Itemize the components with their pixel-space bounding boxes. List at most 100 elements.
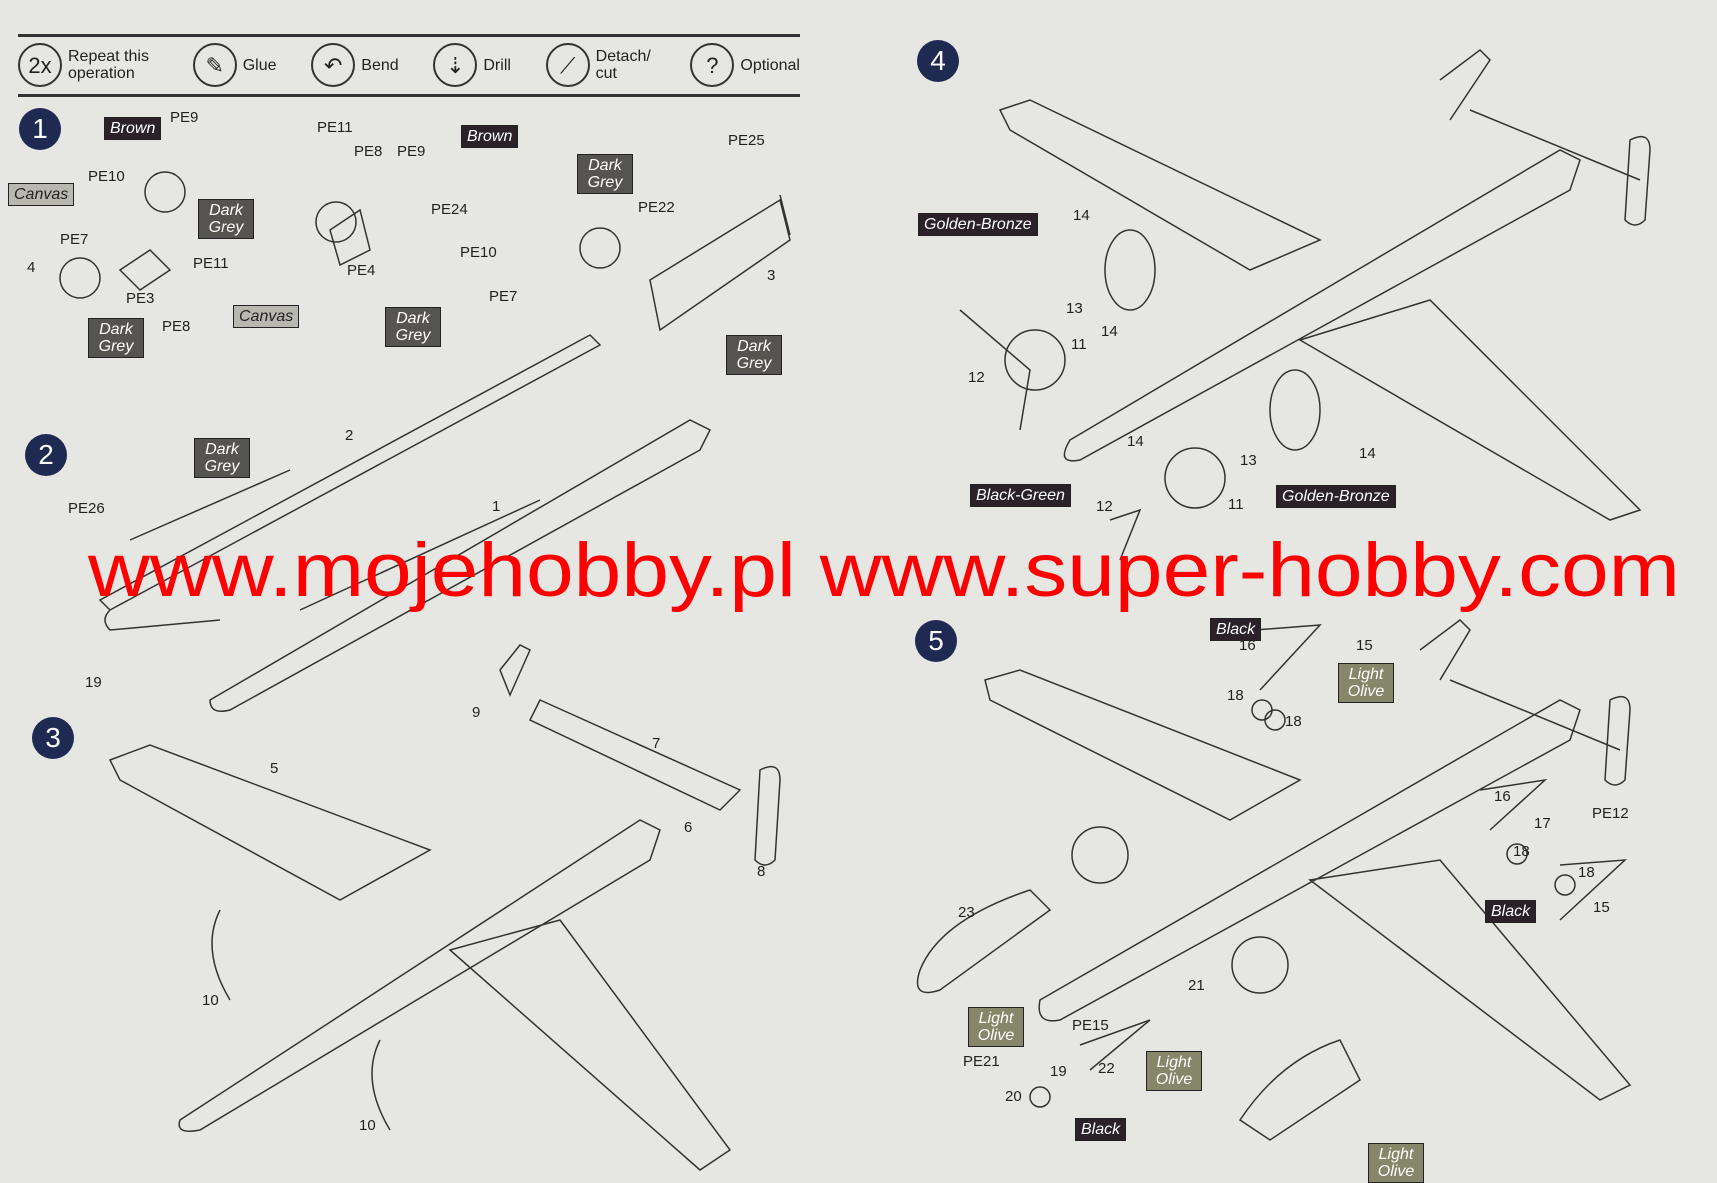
- part-label: 3: [767, 267, 776, 284]
- step3-airframe: [108, 644, 781, 1171]
- optional-icon: ?: [690, 43, 735, 87]
- part-label: 13: [1240, 452, 1257, 469]
- part-label: PE21: [963, 1053, 1000, 1070]
- part-label: 14: [1073, 207, 1090, 224]
- part-label: 18: [1513, 843, 1530, 860]
- legend-label: Repeat this operation: [68, 48, 149, 82]
- part-label: PE9: [397, 143, 426, 160]
- watermark-text: www.mojehobby.pl www.super-hobby.com: [87, 528, 1680, 613]
- part-label: PE7: [60, 231, 89, 248]
- legend-optional: ? Optional: [690, 43, 800, 87]
- part-label: 13: [1066, 300, 1083, 317]
- part-label: PE3: [126, 290, 155, 307]
- color-callout-dark-grey: Dark Grey: [88, 318, 144, 358]
- part-label: PE26: [68, 500, 105, 517]
- legend-label: Bend: [361, 56, 399, 74]
- part-label: 14: [1101, 323, 1118, 340]
- color-callout-golden-bronze: Golden-Bronze: [1276, 485, 1396, 508]
- part-label: 4: [27, 259, 36, 276]
- part-label: 12: [968, 369, 985, 386]
- part-label: 23: [958, 904, 975, 921]
- part-label: 14: [1359, 445, 1376, 462]
- color-callout-black-green: Black-Green: [970, 484, 1071, 507]
- part-label: 18: [1578, 864, 1595, 881]
- legend-label: Detach/ cut: [595, 48, 651, 82]
- part-label: 21: [1188, 977, 1205, 994]
- color-callout-light-olive: Light Olive: [1368, 1143, 1424, 1183]
- part-label: 22: [1098, 1060, 1115, 1077]
- part-label: PE7: [489, 288, 518, 305]
- part-label: 15: [1593, 899, 1610, 916]
- part-label: 12: [1096, 498, 1113, 515]
- part-label: 10: [202, 992, 219, 1009]
- legend-bottom-rule: [18, 94, 800, 97]
- part-label: PE15: [1072, 1017, 1109, 1034]
- part-label: PE10: [88, 168, 125, 185]
- step5-airframe: [916, 619, 1632, 1141]
- color-callout-light-olive: Light Olive: [1146, 1051, 1202, 1091]
- color-callout-dark-grey: Dark Grey: [194, 438, 250, 478]
- color-callout-dark-grey: Dark Grey: [726, 335, 782, 375]
- color-callout-canvas: Canvas: [8, 183, 75, 206]
- legend-label: Optional: [740, 56, 800, 74]
- part-label: 17: [1534, 815, 1551, 832]
- part-label: 15: [1356, 637, 1373, 654]
- color-callout-black: Black: [1075, 1118, 1127, 1141]
- part-label: 6: [684, 819, 693, 836]
- part-label: PE11: [193, 255, 229, 272]
- color-callout-light-olive: Light Olive: [1338, 663, 1394, 703]
- step-3-badge: 3: [32, 717, 74, 759]
- part-label: PE10: [460, 244, 497, 261]
- part-label: 10: [359, 1117, 376, 1134]
- part-label: PE8: [162, 318, 191, 335]
- part-label: 1: [492, 498, 501, 515]
- part-label: 16: [1494, 788, 1511, 805]
- part-label: 8: [757, 863, 766, 880]
- color-callout-black: Black: [1210, 618, 1262, 641]
- part-label: 19: [1050, 1063, 1067, 1080]
- step2-fuselage: [98, 334, 712, 712]
- step-2-badge: 2: [25, 434, 67, 476]
- part-label: 2: [345, 427, 354, 444]
- part-label: PE12: [1592, 805, 1629, 822]
- legend-drill: ⇣Drill: [433, 43, 511, 87]
- part-label: 7: [652, 735, 661, 752]
- part-label: PE25: [728, 132, 765, 149]
- legend-bend: ↶ Bend: [311, 43, 399, 87]
- color-callout-dark-grey: Dark Grey: [385, 307, 441, 347]
- part-label: PE4: [347, 262, 376, 279]
- bend-icon: ↶: [311, 43, 356, 87]
- part-label: PE9: [170, 109, 199, 126]
- step-5-badge: 5: [915, 620, 957, 662]
- color-callout-dark-grey: Dark Grey: [198, 199, 254, 239]
- part-label: 14: [1127, 433, 1144, 450]
- color-callout-canvas: Canvas: [233, 305, 300, 328]
- legend-label: Glue: [242, 56, 277, 74]
- part-label: PE22: [638, 199, 675, 216]
- part-label: 11: [1071, 336, 1087, 353]
- glue-icon: ✎: [192, 43, 237, 87]
- step1-cockpit-parts: [59, 171, 791, 332]
- part-label: 20: [1005, 1088, 1022, 1105]
- part-label: 18: [1285, 713, 1302, 730]
- part-label: 18: [1227, 687, 1244, 704]
- part-label: 19: [85, 674, 102, 691]
- step-4-badge: 4: [917, 40, 959, 82]
- legend-detach: ⟋Detach/ cut: [545, 43, 656, 87]
- step-1-badge: 1: [19, 108, 61, 150]
- part-label: PE11: [317, 119, 353, 136]
- color-callout-brown: Brown: [104, 117, 162, 140]
- part-label: PE8: [354, 143, 383, 160]
- part-label: 9: [472, 704, 481, 721]
- part-label: PE24: [431, 201, 468, 218]
- part-label: 11: [1228, 496, 1244, 513]
- step4-airframe: [959, 49, 1651, 561]
- color-callout-light-olive: Light Olive: [968, 1007, 1024, 1047]
- legend-glue: ✎ Glue: [192, 43, 277, 87]
- color-callout-golden-bronze: Golden-Bronze: [918, 213, 1038, 236]
- color-callout-black: Black: [1485, 900, 1537, 923]
